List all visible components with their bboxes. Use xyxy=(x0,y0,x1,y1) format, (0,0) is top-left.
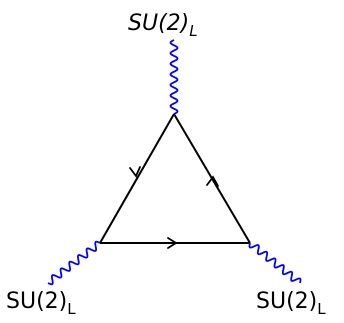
label-bottom-left: SU(2)L xyxy=(6,289,76,318)
label-bottom-right-main: SU(2) xyxy=(256,289,317,314)
label-bottom-right-sub: L xyxy=(317,300,326,318)
arrow-left-edge xyxy=(129,166,141,178)
label-bottom-left-main: SU(2) xyxy=(6,289,67,314)
label-top-main: SU(2) xyxy=(128,11,189,36)
gauge-boson-top xyxy=(169,39,179,115)
label-bottom-left-sub: L xyxy=(67,300,76,318)
arrow-right-edge xyxy=(206,175,219,187)
gauge-boson-bottom-right xyxy=(248,242,302,284)
arrow-bottom-edge xyxy=(167,237,178,249)
label-top: SU(2)L xyxy=(128,11,198,40)
gauge-boson-bottom-left xyxy=(47,240,101,286)
gauge-bosons xyxy=(47,39,302,286)
fermion-flow-arrows xyxy=(129,166,219,249)
label-top-sub: L xyxy=(189,22,197,40)
label-bottom-right: SU(2)L xyxy=(256,289,326,318)
loop-edge-left xyxy=(99,113,175,244)
fermion-loop xyxy=(99,113,251,244)
